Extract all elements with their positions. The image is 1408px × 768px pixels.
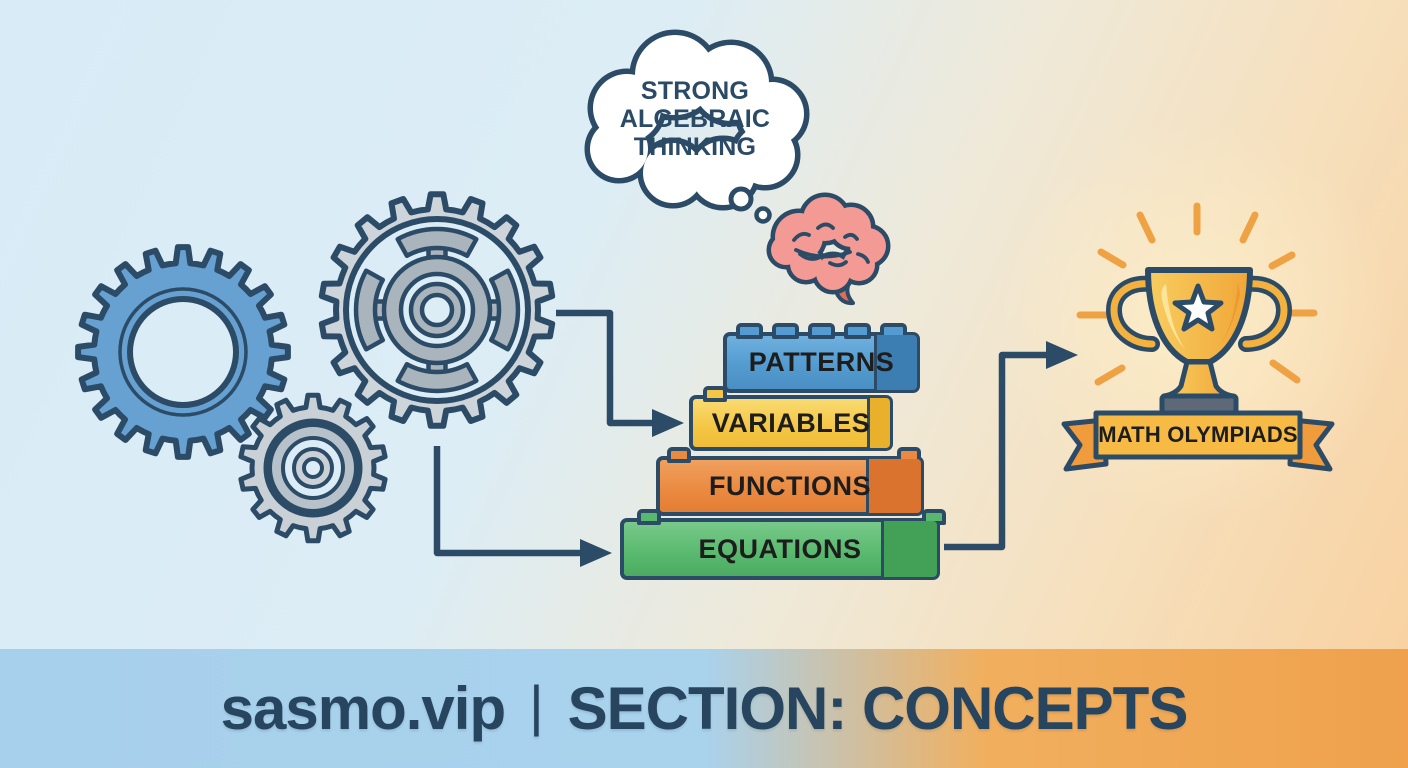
gear-icon (238, 392, 388, 544)
block-shadow-side (881, 521, 937, 577)
section-title: SECTION: CONCEPTS (567, 675, 1189, 742)
footer-separator: | (529, 674, 544, 737)
lego-stud (772, 323, 799, 339)
block-label: FUNCTIONS (709, 470, 871, 501)
ribbon-banner-icon (1061, 410, 1335, 472)
lego-stud (736, 323, 763, 339)
block-patterns: PATTERNS (723, 323, 920, 393)
brain-icon (766, 192, 891, 306)
block-functions: FUNCTIONS (656, 447, 924, 516)
trophy-icon (1105, 267, 1293, 416)
lego-stud (703, 386, 727, 402)
lego-stud (844, 323, 871, 339)
thought-cloud (584, 29, 810, 224)
block-shadow-side (874, 335, 917, 390)
block-shadow-side (866, 459, 921, 513)
lego-stud (808, 323, 835, 339)
thought-cloud-text: STRONG ALGEBRAIC THINKING (600, 77, 790, 161)
scene-background: STRONG ALGEBRAIC THINKING PATTERNS VARIA… (0, 0, 1408, 649)
cloud-line: THINKING (633, 133, 757, 161)
cloud-line: STRONG (640, 77, 750, 105)
lego-stud (637, 509, 661, 525)
arrowhead-icon (580, 341, 1078, 567)
sunburst-rays-icon (1076, 202, 1318, 386)
block-shadow-side (867, 398, 890, 448)
award-banner-label: MATH OLYMPIADS (1098, 422, 1298, 447)
star-icon (1172, 283, 1224, 332)
block-label: VARIABLES (711, 407, 871, 438)
lego-stud (667, 447, 691, 463)
cloud-line: ALGEBRAIC (619, 105, 771, 133)
gear-icon (75, 244, 291, 460)
block-equations: EQUATIONS (620, 509, 946, 580)
scene-artwork (75, 29, 1335, 567)
gear-icon (318, 191, 556, 429)
block-label: PATTERNS (748, 347, 895, 377)
arrow-right-icon (433, 309, 1046, 557)
site-name: sasmo.vip (220, 675, 506, 742)
block-variables: VARIABLES (689, 386, 893, 451)
footer-bar: sasmo.vip | SECTION: CONCEPTS (0, 649, 1408, 768)
block-label: EQUATIONS (698, 533, 862, 564)
trophy-handle (1105, 275, 1293, 352)
